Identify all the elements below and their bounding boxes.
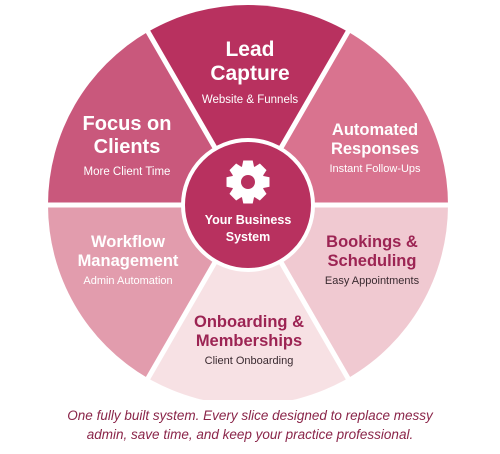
segment-subtitle: More Client Time	[84, 166, 171, 178]
segment-lead-capture	[148, 4, 348, 205]
segment-title-line: Scheduling	[328, 252, 417, 270]
segment-title-line: Management	[78, 252, 179, 270]
segment-title-line: Onboarding &	[194, 313, 304, 331]
segment-onboarding-memberships	[148, 205, 348, 400]
segment-title-line: Automated	[332, 121, 418, 139]
segment-subtitle: Website & Funnels	[202, 94, 299, 106]
hub-title-line-1: Your Business	[205, 213, 292, 227]
segment-subtitle: Instant Follow-Ups	[329, 163, 421, 175]
hub-circle	[181, 138, 315, 272]
segment-title-line: Memberships	[196, 332, 302, 350]
hub-title-line-2: System	[226, 230, 270, 244]
segment-title-line: Workflow	[91, 233, 165, 251]
segment-title-line: Capture	[210, 62, 289, 85]
segment-subtitle: Admin Automation	[83, 275, 172, 287]
segment-title-line: Responses	[331, 140, 419, 158]
caption-line-2: admin, save time, and keep your practice…	[86, 427, 414, 442]
center-hub: Your Business System	[181, 138, 315, 272]
caption-line-1: One fully built system. Every slice desi…	[67, 408, 433, 423]
segment-title-line: Lead	[225, 38, 274, 61]
segment-title-line: Clients	[94, 136, 161, 158]
segment-title-line: Bookings &	[326, 233, 418, 251]
gear-icon	[226, 160, 270, 204]
gear-hole	[241, 175, 255, 189]
segment-subtitle: Client Onboarding	[205, 355, 294, 367]
segment-title-line: Focus on	[83, 113, 172, 135]
caption: One fully built system. Every slice desi…	[0, 406, 500, 444]
segment-subtitle: Easy Appointments	[325, 275, 420, 287]
